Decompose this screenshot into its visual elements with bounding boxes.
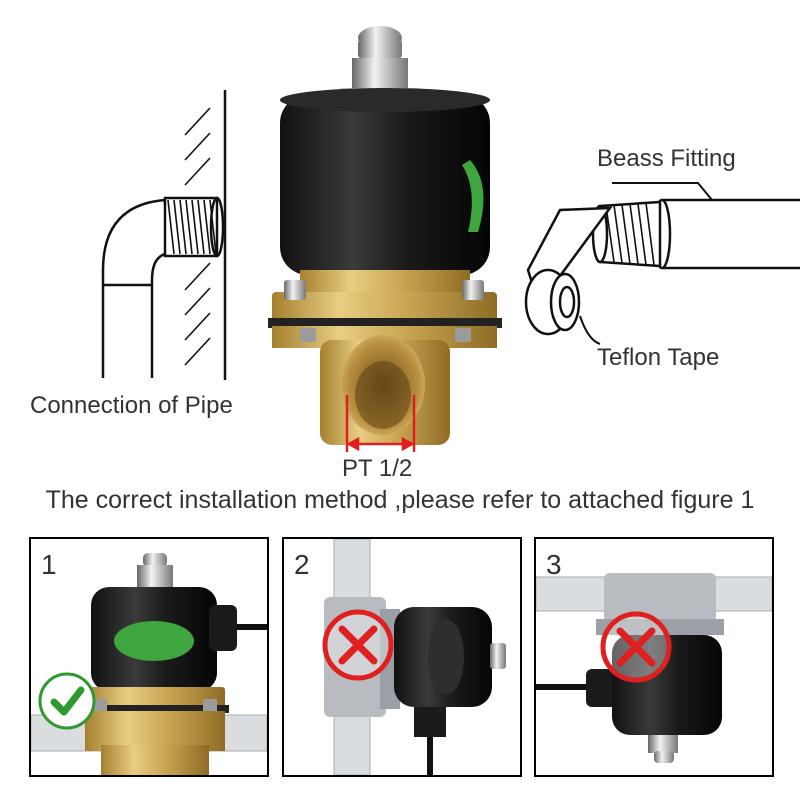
connection-of-pipe-label: Connection of Pipe bbox=[30, 392, 233, 419]
elbow-pipe-drawing bbox=[101, 90, 227, 380]
installation-caption: The correct installation method ,please … bbox=[45, 486, 755, 514]
panel-number: 1 bbox=[41, 549, 57, 580]
brass-fitting-label: Beass Fitting bbox=[597, 145, 736, 172]
thread-dimension-lines bbox=[345, 395, 416, 452]
cross-icon bbox=[322, 609, 394, 681]
panel-number: 3 bbox=[546, 549, 562, 580]
solenoid-valve bbox=[268, 26, 502, 445]
installation-panel-3: 3 bbox=[534, 537, 774, 777]
panel-2-illustration bbox=[324, 539, 506, 775]
installation-panel-2: 2 bbox=[282, 537, 522, 777]
cross-icon bbox=[600, 611, 672, 683]
main-diagram bbox=[101, 26, 800, 452]
check-icon bbox=[37, 671, 97, 731]
panel-3-illustration bbox=[536, 573, 772, 763]
installation-panel-1: 1 bbox=[29, 537, 269, 777]
fitting-drawing bbox=[524, 182, 800, 345]
thread-size-label: PT 1/2 bbox=[342, 455, 413, 482]
panel-number: 2 bbox=[294, 549, 310, 580]
teflon-tape-label: Teflon Tape bbox=[597, 344, 720, 371]
panel-1-illustration bbox=[31, 553, 267, 775]
